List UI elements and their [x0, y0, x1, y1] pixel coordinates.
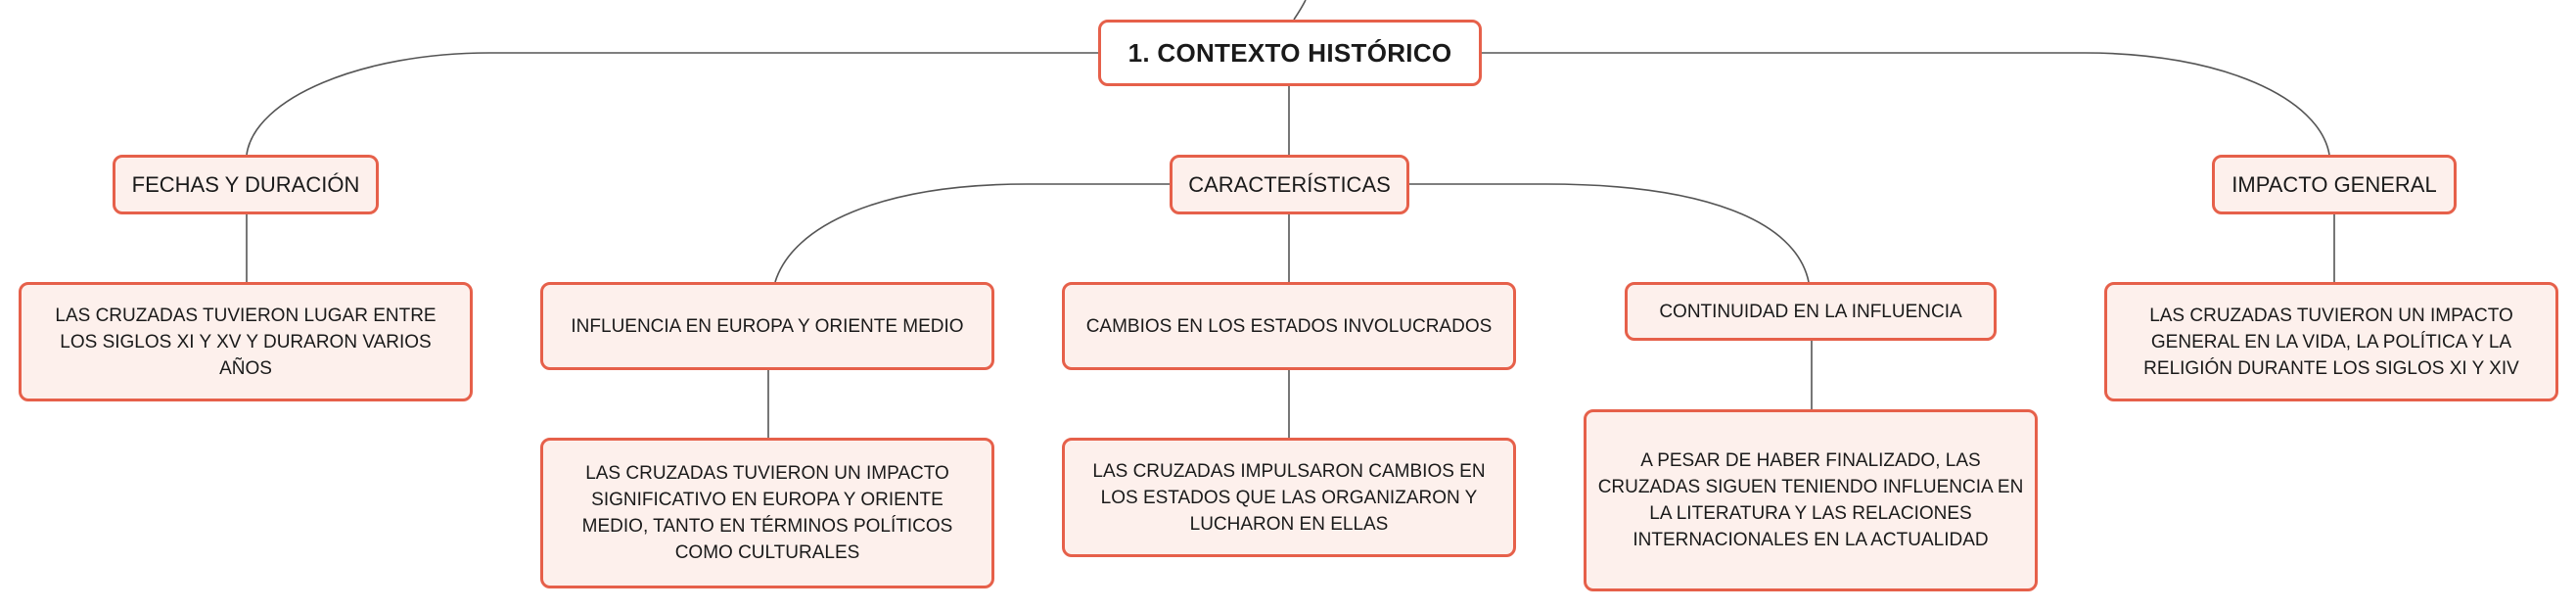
- node-influencia[interactable]: INFLUENCIA EN EUROPA Y ORIENTE MEDIO: [540, 282, 994, 370]
- node-continuidad[interactable]: CONTINUIDAD EN LA INFLUENCIA: [1625, 282, 1997, 341]
- connector-caract-influencia: [774, 183, 1172, 283]
- connector-root-incoming: [1293, 0, 1307, 21]
- node-continuidad-detail[interactable]: A PESAR DE HABER FINALIZADO, LAS CRUZADA…: [1584, 409, 2038, 591]
- fechas-detail-text: LAS CRUZADAS TUVIERON LUGAR ENTRE LOS SI…: [55, 305, 437, 379]
- influencia-label: INFLUENCIA EN EUROPA Y ORIENTE MEDIO: [571, 315, 964, 337]
- continuidad-detail-text: A PESAR DE HABER FINALIZADO, LAS CRUZADA…: [1597, 450, 2024, 550]
- node-cambios[interactable]: CAMBIOS EN LOS ESTADOS INVOLUCRADOS: [1062, 282, 1516, 370]
- node-impacto-general[interactable]: IMPACTO GENERAL: [2212, 155, 2457, 214]
- cambios-label: CAMBIOS EN LOS ESTADOS INVOLUCRADOS: [1085, 315, 1493, 337]
- node-impacto-detail[interactable]: LAS CRUZADAS TUVIERON UN IMPACTO GENERAL…: [2104, 282, 2558, 401]
- connector-root-fechas: [246, 52, 1098, 156]
- node-cambios-detail[interactable]: LAS CRUZADAS IMPULSARON CAMBIOS EN LOS E…: [1062, 438, 1516, 557]
- node-fechas-duracion[interactable]: FECHAS Y DURACIÓN: [113, 155, 379, 214]
- root-node[interactable]: 1. CONTEXTO HISTÓRICO: [1098, 20, 1482, 86]
- node-influencia-detail[interactable]: LAS CRUZADAS TUVIERON UN IMPACTO SIGNIFI…: [540, 438, 994, 588]
- fechas-label: FECHAS Y DURACIÓN: [131, 171, 360, 197]
- node-caracteristicas[interactable]: CARACTERÍSTICAS: [1170, 155, 1409, 214]
- cambios-detail-text: LAS CRUZADAS IMPULSARON CAMBIOS EN LOS E…: [1092, 460, 1486, 535]
- connector-caract-continuidad: [1409, 183, 1810, 283]
- impacto-label: IMPACTO GENERAL: [2231, 171, 2437, 197]
- influencia-detail-text: LAS CRUZADAS TUVIERON UN IMPACTO SIGNIFI…: [581, 463, 953, 563]
- connector-root-impacto: [1480, 52, 2330, 156]
- node-fechas-detail[interactable]: LAS CRUZADAS TUVIERON LUGAR ENTRE LOS SI…: [19, 282, 473, 401]
- caracteristicas-label: CARACTERÍSTICAS: [1188, 171, 1391, 197]
- impacto-detail-text: LAS CRUZADAS TUVIERON UN IMPACTO GENERAL…: [2143, 305, 2519, 379]
- root-label: 1. CONTEXTO HISTÓRICO: [1127, 37, 1452, 68]
- continuidad-label: CONTINUIDAD EN LA INFLUENCIA: [1659, 301, 1962, 322]
